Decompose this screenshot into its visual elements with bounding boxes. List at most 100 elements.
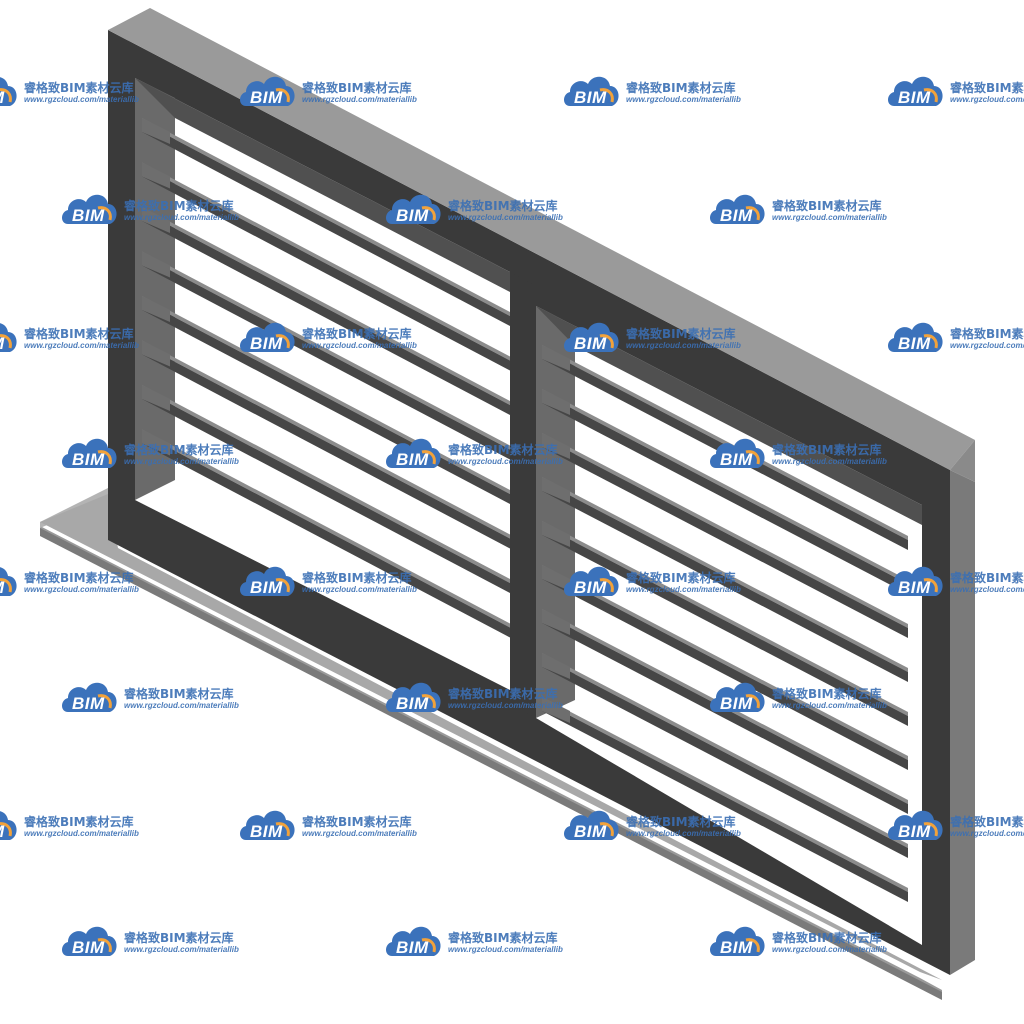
watermark-url-text: www.rgzcloud.com/materiallib — [626, 341, 741, 350]
watermark-logo-text: BIM — [396, 938, 429, 957]
watermark-brand-text: 睿格致BIM素材云库 — [124, 443, 234, 457]
slat-end — [542, 653, 570, 679]
watermark-logo-text: BIM — [574, 822, 607, 841]
slat-end — [542, 477, 570, 503]
watermark-logo-text: BIM — [0, 822, 5, 842]
watermark-url-text: www.rgzcloud.com/materiallib — [302, 341, 417, 350]
slat-top — [542, 477, 908, 672]
slat-end — [142, 207, 170, 233]
slat-top — [142, 207, 510, 405]
slat-end — [542, 389, 570, 415]
watermark-logo-text: BIM — [898, 334, 931, 353]
watermark-url-text: www.rgzcloud.com/materiallib — [772, 457, 887, 466]
watermark-brand-text: 睿格致BIM素材云库 — [772, 931, 882, 945]
watermark-url-text: www.rgzcloud.com/materiallib — [448, 213, 563, 222]
watermark-url-text: www.rgzcloud.com/materiallib — [626, 829, 741, 838]
watermark-url-text: www.rgzcloud.com/materiallib — [626, 95, 741, 104]
cloud-logo-icon — [710, 926, 765, 956]
watermark-brand-text: 睿格致BIM素材云库 — [448, 199, 558, 213]
watermark-url-text: www.rgzcloud.com/materiallib — [124, 701, 239, 710]
watermark-logo-text: BIM — [72, 938, 105, 957]
watermark-logo-text: BIM — [720, 206, 753, 225]
watermark-url-text: www.rgzcloud.com/materiallib — [772, 701, 887, 710]
cloud-logo-icon — [386, 194, 441, 224]
watermark-url-text: www.rgzcloud.com/materiallib — [448, 945, 563, 954]
cloud-logo-icon — [710, 438, 765, 468]
cloud-logo-icon — [564, 76, 619, 106]
slat-top — [142, 118, 510, 316]
watermark-brand-text: 睿格致BIM素材云库 — [448, 687, 558, 701]
sill — [40, 488, 942, 1000]
watermark-url-text: www.rgzcloud.com/materiallib — [950, 829, 1024, 838]
cloud-logo-icon — [386, 926, 441, 956]
cloud-logo-icon — [710, 194, 765, 224]
watermark-url-text: www.rgzcloud.com/materiallib — [302, 95, 417, 104]
watermark-logo-text: BIM — [898, 88, 931, 107]
watermark-brand-text: 睿格致BIM素材云库 — [124, 687, 234, 701]
slat-top — [542, 565, 908, 760]
watermark-url-text: www.rgzcloud.com/materiallib — [950, 585, 1024, 594]
cloud-logo-icon — [0, 323, 17, 352]
slat-face — [542, 525, 908, 726]
cloud-logo-icon — [386, 682, 441, 712]
watermark-logo-text: BIM — [720, 450, 753, 469]
slat-face — [142, 255, 510, 460]
watermark-logo-text: BIM — [250, 578, 283, 597]
slat-face — [542, 701, 908, 902]
cloud-logo-icon — [564, 566, 619, 596]
watermark-brand-text: 睿格致BIM素材云库 — [24, 815, 134, 829]
cloud-logo-icon — [710, 682, 765, 712]
slat-top — [542, 345, 908, 540]
watermark-logo-text: BIM — [72, 206, 105, 225]
watermark-url-text: www.rgzcloud.com/materiallib — [124, 457, 239, 466]
watermark: BIM睿格致BIM素材云库www.rgzcloud.com/materialli… — [886, 806, 1024, 846]
cloud-logo-icon — [240, 76, 295, 106]
watermark-url-text: www.rgzcloud.com/materiallib — [302, 585, 417, 594]
slat-top — [142, 162, 510, 361]
watermark-logo-text: BIM — [574, 578, 607, 597]
cloud-logo-icon — [62, 194, 117, 224]
watermark-brand-text: 睿格致BIM素材云库 — [772, 199, 882, 213]
watermark-url-text: www.rgzcloud.com/materiallib — [950, 95, 1024, 104]
slat-end — [542, 433, 570, 459]
slat-face — [542, 393, 908, 594]
slat-end — [542, 565, 570, 591]
watermark-brand-text: 睿格致BIM素材云库 — [302, 81, 412, 95]
watermark-brand-text: 睿格致BIM素材云库 — [448, 443, 558, 457]
slat-face — [542, 437, 908, 638]
slat-face — [142, 122, 510, 326]
slat-top — [542, 389, 908, 584]
watermark-logo-text: BIM — [898, 822, 931, 841]
watermark-url-text: www.rgzcloud.com/materiallib — [124, 213, 239, 222]
slat-face — [542, 613, 908, 814]
slat-top — [542, 521, 908, 716]
watermark-brand-text: 睿格致BIM素材云库 — [302, 571, 412, 585]
watermark-logo-text: BIM — [898, 578, 931, 597]
louver-slats-left-bay — [142, 118, 510, 638]
slat-face — [542, 569, 908, 770]
watermark-url-text: www.rgzcloud.com/materiallib — [24, 341, 139, 350]
watermark-logo-text: BIM — [72, 450, 105, 469]
cloud-logo-icon — [888, 76, 943, 106]
watermark-brand-text: 睿格致BIM素材云库 — [950, 327, 1024, 341]
watermark-url-text: www.rgzcloud.com/materiallib — [302, 829, 417, 838]
watermark-brand-text: 睿格致BIM素材云库 — [950, 81, 1024, 95]
cloud-logo-icon — [0, 811, 17, 840]
slat-end — [542, 697, 570, 723]
watermark-logo-text: BIM — [574, 88, 607, 107]
slat-end — [142, 162, 170, 189]
watermark-brand-text: 睿格致BIM素材云库 — [124, 931, 234, 945]
watermark-brand-text: 睿格致BIM素材云库 — [772, 687, 882, 701]
watermark-brand-text: 睿格致BIM素材云库 — [24, 81, 134, 95]
slat-end — [142, 251, 170, 278]
